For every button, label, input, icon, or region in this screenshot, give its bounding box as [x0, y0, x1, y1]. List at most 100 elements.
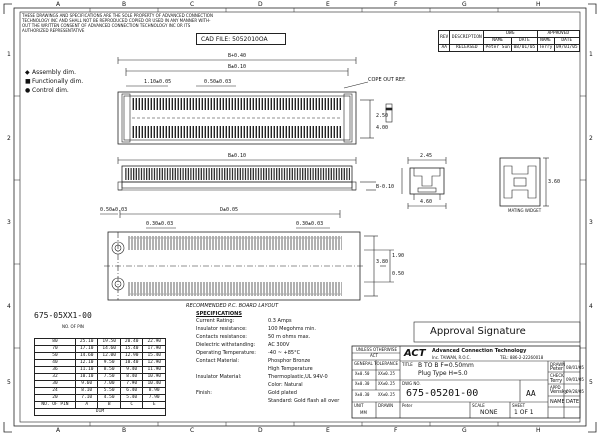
company-address: Inc. TAIWAN, R.O.C.: [432, 355, 471, 360]
dwg-no-label: DWG NO.: [402, 381, 421, 386]
spec-value: 50 m ohms max.: [268, 334, 311, 340]
date-column-label: DATE: [566, 399, 580, 405]
spec-key: Current Rating:: [196, 318, 235, 324]
cad-file-box: CAD FILE: 5052010OA: [196, 33, 286, 45]
title-label: TITLE: [402, 362, 413, 367]
spec-value: -40 ~ +85°C: [268, 350, 301, 356]
spec-value: Phosphor Bronze: [268, 358, 311, 364]
unless-otherwise: UNLESS OTHERWISE: [356, 347, 397, 352]
cad-file-label: CAD FILE: 5052010OA: [201, 36, 268, 43]
cope-out-label: COPE OUT REF.: [368, 77, 406, 83]
revision-block: REV DESCRIPTION DWG APPROVED NAME DATE N…: [437, 30, 581, 52]
spec-key: Insulator resistance:: [196, 326, 247, 332]
notice-line: TECHNOLOGY INC AND SHALL NOT BE REPRODUC…: [22, 18, 211, 23]
tolerance-value: X±0.50: [355, 371, 370, 376]
zone-letter: G: [462, 1, 467, 8]
unit-label: UNIT: [354, 403, 364, 408]
pcb-layout-title: RECOMMENDED P.C. BOARD LAYOUT: [186, 303, 279, 309]
company-phone: TEL: 886-2-22260018: [500, 355, 544, 360]
legend-assembly: Assembly dim.: [32, 69, 77, 76]
dim-pcb-right-c: 0.50: [392, 271, 405, 277]
sheet-value: 1 OF 1: [514, 409, 534, 416]
approval-signature-label: Approval Signature: [430, 326, 526, 337]
spec-key: Operating Temperature:: [196, 350, 256, 356]
drawn-name: Peter: [550, 366, 564, 372]
spec-key: Contact Material:: [196, 358, 240, 364]
spec-value: High Temperature: [268, 366, 313, 372]
part-number-label: 675-05XX1-00: [34, 311, 92, 320]
zone-letter: H: [536, 1, 541, 8]
zone-number: 3: [589, 219, 593, 226]
checked-date: 09/01/05: [566, 377, 584, 382]
pcb-layout: [100, 210, 394, 301]
dim-top-side-a: 2.50: [376, 113, 389, 119]
approved-date: 09/01/05: [553, 44, 581, 52]
spec-value: 100 Megohms min.: [268, 326, 317, 332]
notice-line: OUT THE WRITTEN CONSENT OF ADVANCED CONN…: [22, 23, 191, 28]
zone-number: 3: [7, 219, 11, 226]
zone-letter: F: [394, 1, 398, 8]
part-number-sub: NO. OF PIN: [62, 324, 84, 329]
title-line-1: B TO B F=0.50mm: [418, 362, 474, 369]
drawn-name-label: Peter: [402, 403, 413, 408]
checked-name: Terry: [550, 378, 563, 384]
zone-letter: G: [462, 427, 467, 434]
sheet-label: SHEET: [512, 403, 526, 408]
dim-mid-a: B±0.10: [228, 153, 247, 159]
zone-letter: E: [326, 1, 330, 8]
dim-table-footer: DIM: [34, 408, 166, 416]
spec-value: 0.3 Amps: [268, 318, 292, 324]
dim-pcb-pad-b: 0.30±0.03: [296, 221, 324, 227]
mating-widget-label: MATING WIDGET: [508, 208, 542, 213]
spec-key: Dielectric withstanding:: [196, 342, 256, 348]
dwg-number: 675-05201-00: [406, 388, 479, 399]
zone-number: 2: [589, 135, 593, 142]
dwg-date: 08/01/05: [511, 44, 538, 52]
zone-number: 5: [589, 379, 593, 386]
zone-number: 4: [7, 303, 11, 310]
control-dim-icon: ●: [25, 87, 31, 94]
general-tolerance: GENERAL TOLERANCE: [354, 361, 399, 366]
zone-letter: C: [190, 427, 195, 434]
dim-pcb-right-a: 3.80: [376, 259, 389, 265]
zone-letter: A: [56, 1, 61, 8]
spec-key: Contacts resistance:: [196, 334, 247, 340]
zone-number: 1: [589, 51, 593, 58]
tolerance-value: XX±0.25: [378, 392, 395, 397]
company-name: Advanced Connection Technology: [432, 348, 527, 354]
scale-value: NONE: [480, 409, 498, 416]
checked-role: CHECK: [550, 373, 564, 378]
spec-value: Color: Natural: [268, 382, 303, 388]
spec-value: Thermoplastic,UL 94V-0: [268, 374, 328, 380]
scale-label: SCALE: [472, 403, 485, 408]
dim-top-pitch: 0.50±0.03: [204, 79, 232, 85]
zone-letter: A: [56, 427, 61, 434]
tolerance-value: XX±0.25: [378, 381, 395, 386]
drawn-date: 08/01/05: [566, 365, 584, 370]
dim-top-side-b: 4.00: [376, 125, 389, 131]
assembly-dim-icon: ◆: [25, 69, 30, 76]
dim-mid-b: B-0.10: [376, 184, 395, 190]
spec-value: Standard: Gold flash all over: [268, 398, 340, 404]
zone-letter: B: [122, 427, 127, 434]
dim-side-height: 3.60: [548, 179, 561, 185]
act-small: ACT: [370, 353, 378, 358]
zone-letter: B: [122, 1, 127, 8]
name-column-label: NAME: [550, 399, 565, 405]
zone-letter: E: [326, 427, 330, 434]
dim-pcb-left: 0.50±0.03: [100, 207, 128, 213]
dim-side-width: 2.45: [420, 153, 433, 159]
zone-letter: D: [258, 427, 263, 434]
zone-letter: C: [190, 1, 195, 8]
approval-box: [413, 321, 581, 343]
tolerance-value: XX±0.25: [378, 371, 395, 376]
company-logo: ACT: [404, 348, 426, 359]
dim-pcb-pad-a: 0.30±0.03: [146, 221, 174, 227]
zone-number: 2: [7, 135, 11, 142]
tolerance-value: X±0.30: [355, 392, 370, 397]
